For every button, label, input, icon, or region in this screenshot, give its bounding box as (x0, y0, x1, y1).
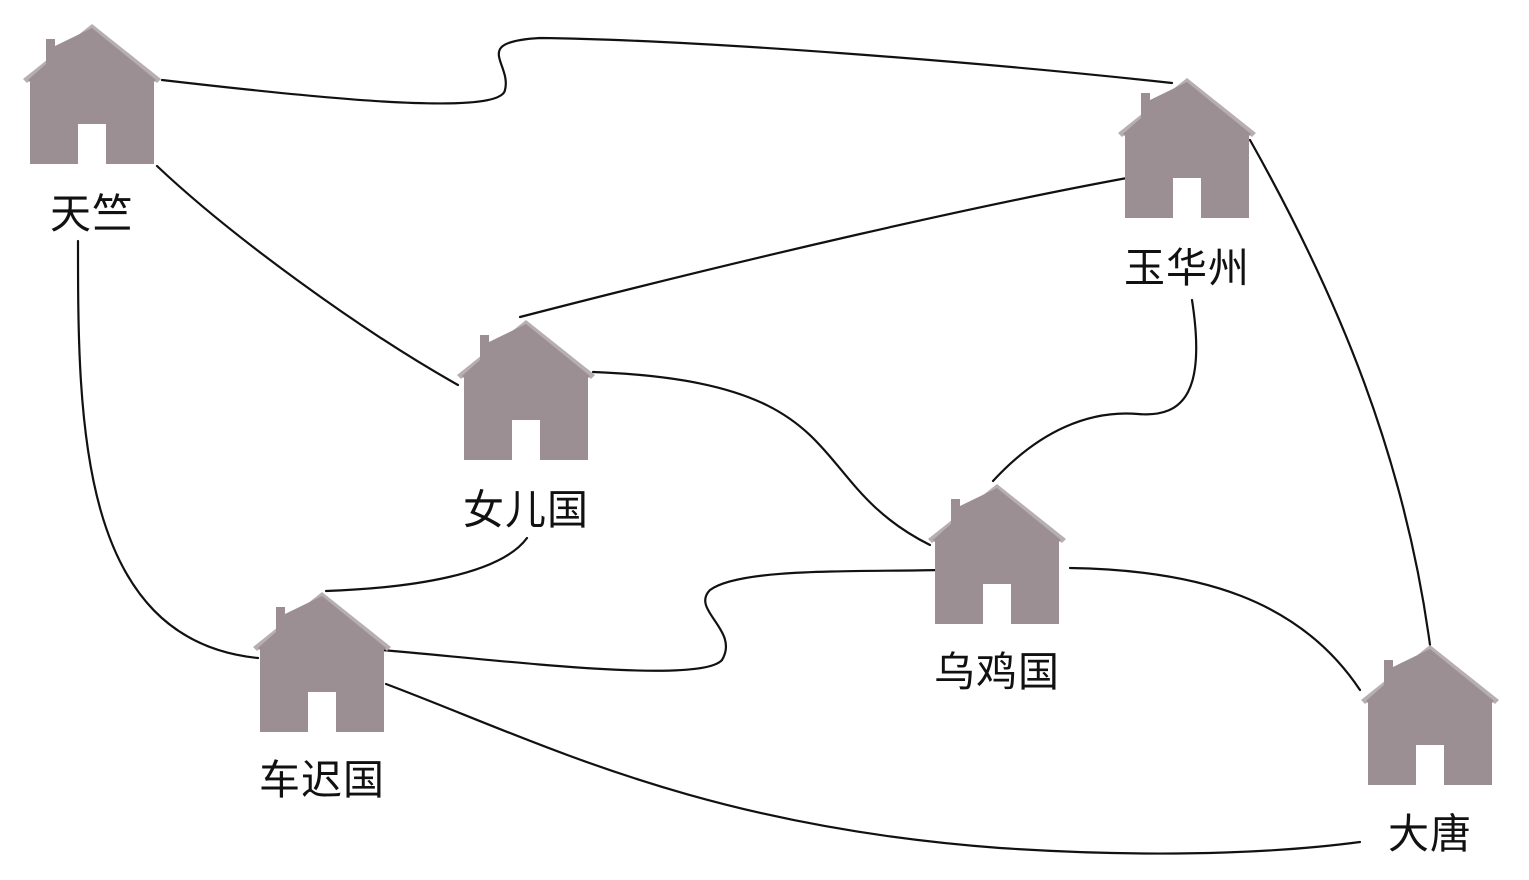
door (308, 692, 336, 732)
route-tianzhu-chechiguo (76, 239, 260, 660)
house-icon (928, 484, 1066, 624)
door (983, 584, 1011, 624)
house-icon (23, 24, 161, 164)
door (1416, 745, 1444, 785)
house-icon (1361, 645, 1499, 785)
house-body (462, 324, 590, 460)
route-nverguo-chechiguo (324, 536, 529, 593)
route-yuhuazhou-wujiguo (991, 298, 1198, 483)
node-label-tianzhu: 天竺 (50, 190, 134, 238)
house-icon (1118, 78, 1256, 218)
node-label-yuhuazhou: 玉华州 (1124, 244, 1250, 292)
house-body (933, 488, 1061, 624)
route-chechiguo-datang (384, 682, 1362, 855)
route-wujiguo-datang (1068, 566, 1362, 692)
route-tianzhu-yuhuazhou (160, 36, 1174, 105)
house-body (258, 596, 386, 732)
route-wujiguo-chechiguo (380, 568, 942, 672)
node-label-datang: 大唐 (1388, 810, 1472, 858)
house-body (1366, 649, 1494, 785)
node-label-chechiguo: 车迟国 (259, 756, 385, 804)
route-lines (76, 36, 1432, 855)
door (1173, 178, 1201, 218)
node-label-wujiguo: 乌鸡国 (934, 648, 1060, 696)
route-nverguo-wujiguo (591, 370, 932, 547)
house-icons (23, 24, 1499, 785)
route-yuhuazhou-nverguo (518, 176, 1129, 319)
house-body (28, 28, 156, 164)
node-label-nverguo: 女儿国 (463, 486, 589, 534)
door (78, 124, 106, 164)
house-icon (253, 592, 391, 732)
door (512, 420, 540, 460)
route-yuhuazhou-datang (1248, 138, 1432, 647)
route-tianzhu-nverguo (155, 164, 460, 387)
house-body (1123, 82, 1251, 218)
house-icon (457, 320, 595, 460)
